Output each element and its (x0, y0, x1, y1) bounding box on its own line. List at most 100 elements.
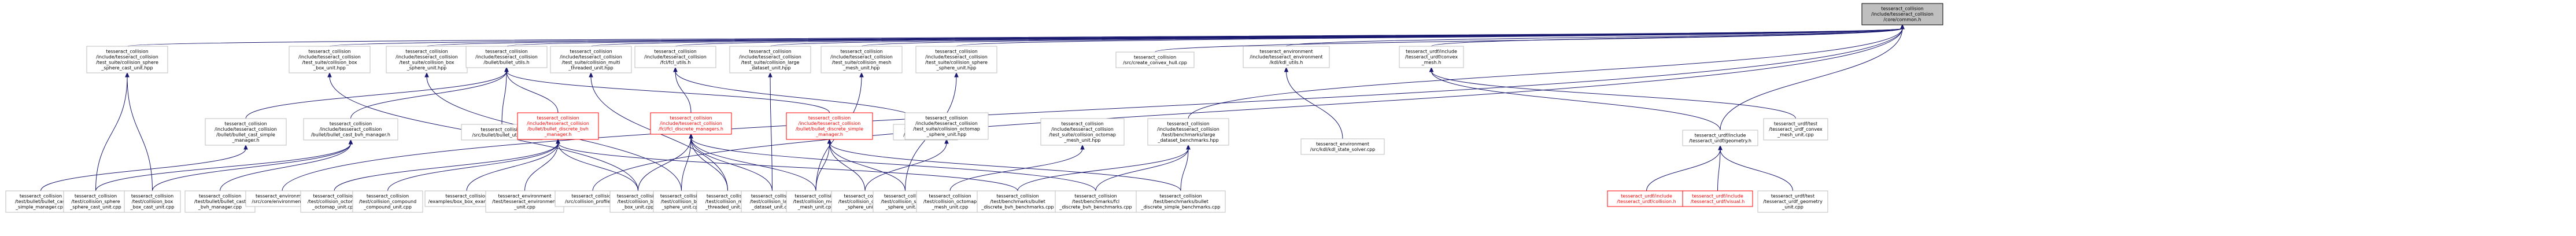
graph-node-b18[interactable]: tesseract_collision/test/collision_octom… (916, 190, 984, 213)
node-box (1115, 51, 1195, 68)
graph-node-n12[interactable]: tesseract_urdf/include/tesseract_urdf/co… (1399, 46, 1464, 68)
graph-node-b21[interactable]: tesseract_collision/test/benchmarks/bull… (1136, 190, 1226, 213)
node-box (1055, 190, 1137, 213)
node-label-line: tesseract_collision (571, 194, 613, 199)
node-label-line: tesseract_collision (570, 49, 612, 54)
graph-node-b3[interactable]: tesseract_collision/test/collision_box_b… (124, 190, 181, 213)
node-label-line: tesseract_collision (308, 49, 350, 54)
graph-node-n24[interactable]: tesseract_urdf/include/tesseract_urdf/ge… (1682, 130, 1758, 146)
edge-line (829, 142, 906, 191)
graph-node-b19[interactable]: tesseract_collision/test/benchmarks/bull… (977, 190, 1059, 213)
node-label-line: /include/tesseract_collision (298, 54, 361, 60)
node-label-line: tesseract_collision (840, 49, 882, 54)
edge-arrowhead (1080, 144, 1085, 150)
node-box (184, 190, 256, 213)
node-label-line: /test_suite/collision_octomap (913, 127, 980, 132)
edge-arrowhead (944, 138, 949, 144)
edge-n23-to-n11 (1284, 67, 1343, 139)
graph-node-n14[interactable]: tesseract_collision/include/tesseract_co… (303, 118, 398, 141)
node-label-line: tesseract_collision (925, 116, 967, 121)
graph-node-b7[interactable]: tesseract_collision/test/collision_compo… (352, 190, 423, 213)
node-label-line: /test_suite/collision_mesh (832, 60, 892, 65)
graph-node-n4[interactable]: tesseract_collision/include/tesseract_co… (465, 46, 548, 68)
graph-node-n5[interactable]: tesseract_collision/include/tesseract_co… (550, 46, 632, 73)
graph-node-b2[interactable]: tesseract_collision/test/collision_spher… (63, 190, 128, 213)
graph-node-n22[interactable]: tesseract_collision/include/tesseract_co… (1147, 118, 1229, 146)
node-label-line: tesseract_collision (1134, 55, 1176, 60)
edge-line (95, 76, 128, 191)
edge-n14-to-n4 (350, 67, 509, 119)
edge-line (675, 71, 692, 113)
edge-arrowhead (556, 138, 560, 144)
edge-line (1720, 28, 1903, 131)
node-label-line: /bullet/bullet_cast_bvh_manager.h (311, 132, 390, 138)
graph-node-n10[interactable]: tesseract_collision/src/create_convex_hu… (1115, 51, 1195, 68)
node-box (1243, 46, 1330, 68)
node-label-line: /test/collision_mesh (793, 199, 838, 204)
node-label-line: /src/create_convex_hull.cpp (1123, 60, 1187, 65)
edge-line (557, 142, 1018, 191)
edge-arrowhead (827, 138, 832, 144)
node-box (915, 46, 997, 73)
edge-b20-to-n22 (1095, 144, 1191, 191)
node-box (1147, 118, 1229, 146)
node-label-line: _dataset_unit.cpp (751, 205, 793, 210)
edge-n17-to-n6 (673, 67, 692, 113)
node-label-line: /tesseract_urdf/collision.h (1617, 199, 1676, 204)
edge-line (466, 142, 559, 191)
node-label-line: /test/bullet/bullet_cast (15, 199, 66, 204)
node-label-line: _mesh_unit.hpp (842, 65, 879, 71)
graph-node-n20[interactable]: tesseract_collision/include/tesseract_co… (904, 112, 989, 140)
node-label-line: /tesseract_urdf/visual.h (1691, 199, 1745, 204)
graph-node-n8[interactable]: tesseract_collision/include/tesseract_co… (821, 46, 903, 73)
graph-node-n23[interactable]: tesseract_environment/src/kdl/kdl_state_… (1300, 138, 1385, 155)
node-label-line: /test/collision_box (132, 199, 173, 204)
graph-node-root[interactable]: tesseract_collision/include/tesseract_co… (1861, 3, 1943, 25)
node-box (485, 190, 564, 213)
graph-node-b22[interactable]: tesseract_urdf/include/tesseract_urdf/co… (1607, 190, 1686, 207)
graph-node-n2[interactable]: tesseract_collision/include/tesseract_co… (289, 46, 371, 73)
graph-node-b4[interactable]: tesseract_collision/test/bullet/bullet_c… (184, 190, 256, 213)
node-label-line: _manager.h (232, 138, 260, 143)
graph-node-n6[interactable]: tesseract_collision/include/tesseract_co… (634, 46, 716, 68)
node-label-line: /src/core/environment.cpp (252, 199, 312, 204)
edge-line (592, 28, 1903, 191)
node-label-line: /test/benchmarks/bullet (1153, 199, 1208, 204)
node-label-line: tesseract_urdf/include (1695, 133, 1746, 138)
node-box (205, 118, 287, 146)
graph-node-n25[interactable]: tesseract_urdf/test/tesseract_urdf_conve… (1763, 118, 1828, 141)
edge-line (675, 28, 1903, 47)
edge-line (1188, 28, 1903, 119)
node-label-line: /include/tesseract_collision (527, 121, 589, 126)
edge-line (1717, 149, 1721, 191)
node-box (1861, 3, 1943, 25)
graph-node-n17[interactable]: tesseract_collision/include/tesseract_co… (650, 112, 732, 135)
edge-b14-to-n7 (768, 72, 773, 191)
graph-node-n9[interactable]: tesseract_collision/include/tesseract_co… (915, 46, 997, 73)
edge-line (387, 142, 559, 191)
edge-arrowhead (348, 139, 353, 145)
graph-node-n18[interactable]: tesseract_collision/include/tesseract_co… (786, 112, 873, 140)
graph-node-n16[interactable]: tesseract_collision/include/tesseract_co… (517, 112, 599, 140)
node-layer: tesseract_collision/include/tesseract_co… (5, 3, 1943, 213)
graph-node-b24[interactable]: tesseract_urdf/test/tesseract_urdf_geome… (1757, 190, 1828, 213)
graph-node-b23[interactable]: tesseract_urdf/include/tesseract_urdf/vi… (1682, 190, 1753, 207)
node-label-line: /include/tesseract_collision (830, 54, 893, 60)
node-label-line: /test/benchmarks/large (1161, 132, 1215, 138)
graph-node-b9[interactable]: tesseract_environment/test/tesseract_env… (485, 190, 564, 213)
graph-node-n7[interactable]: tesseract_collision/include/tesseract_co… (729, 46, 811, 73)
graph-node-n3[interactable]: tesseract_collision/include/tesseract_co… (386, 46, 468, 73)
graph-node-n11[interactable]: tesseract_environment/include/tesseract_… (1243, 46, 1330, 68)
edge-line (1431, 71, 1721, 131)
node-label-line: /include/tesseract_collision (1051, 127, 1114, 132)
graph-node-b20[interactable]: tesseract_collision/test/benchmarks/fcl_… (1055, 190, 1137, 213)
edge-n16-to-n4 (504, 67, 559, 113)
node-label-line: /include/tesseract_collision (320, 127, 382, 132)
edge-line (557, 142, 638, 191)
graph-node-n1[interactable]: tesseract_collision/include/tesseract_co… (86, 46, 168, 73)
node-box (550, 46, 632, 73)
node-label-line: /tesseract_urdf_geometry (1763, 199, 1823, 204)
graph-node-n13[interactable]: tesseract_collision/include/tesseract_co… (205, 118, 287, 146)
graph-node-n21[interactable]: tesseract_collision/include/tesseract_co… (1040, 118, 1125, 146)
edge-n3-to-root (426, 24, 1905, 47)
